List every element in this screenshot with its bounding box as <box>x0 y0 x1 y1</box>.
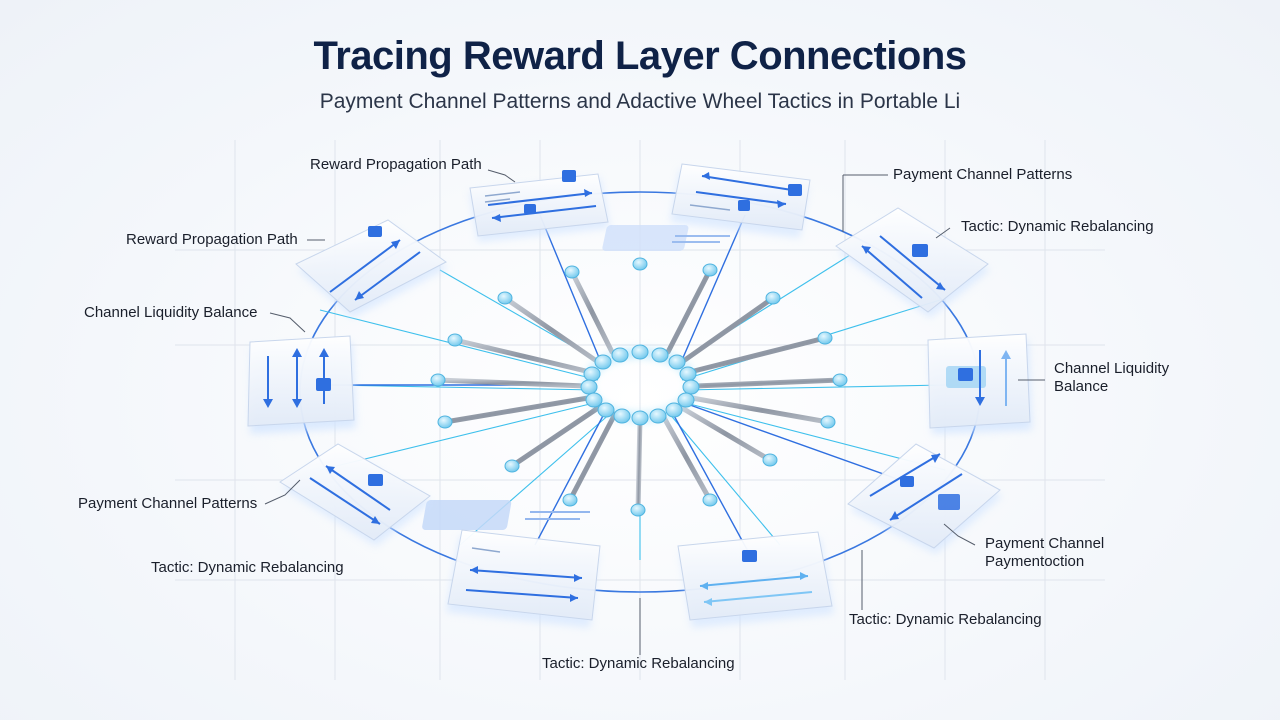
label-tactic-left: Tactic: Dynamic Rebalancing <box>151 559 344 576</box>
card-lower-right <box>847 443 1002 554</box>
label-payment-right-line2: Paymentoction <box>985 553 1085 570</box>
floating-panel-top <box>602 225 730 251</box>
card-bottom-left <box>446 529 601 628</box>
label-tactic-top-right: Tactic: Dynamic Rebalancing <box>961 218 1154 235</box>
label-patterns-left: Payment Channel Patterns <box>78 495 258 512</box>
lock-icon <box>788 184 802 196</box>
label-tactic-bottom: Tactic: Dynamic Rebalancing <box>542 655 735 672</box>
label-tactic-bottom-right: Tactic: Dynamic Rebalancing <box>849 611 1042 628</box>
lock-icon <box>742 550 757 562</box>
page-subtitle: Payment Channel Patterns and Adactive Wh… <box>319 90 961 113</box>
lock-icon <box>900 476 914 487</box>
hub-ring <box>580 344 700 426</box>
lock-icon <box>912 244 928 257</box>
label-liquidity-right-line2: Balance <box>1054 378 1109 395</box>
card-left <box>247 335 356 434</box>
lock-icon <box>368 226 382 237</box>
lock-icon <box>368 474 383 486</box>
leader-lines <box>264 169 1045 655</box>
card-top-center-right <box>670 163 811 238</box>
card-bottom-right <box>677 531 834 628</box>
lock-icon <box>316 378 331 391</box>
label-reward-path-left: Reward Propagation Path <box>126 231 298 248</box>
label-reward-path-top: Reward Propagation Path <box>310 156 482 173</box>
card-lower-left <box>279 443 432 546</box>
label-liquidity-right-line1: Channel Liquidity <box>1054 360 1170 377</box>
lock-icon <box>562 170 576 182</box>
card-top-center-left <box>469 170 610 242</box>
lock-icon <box>738 200 750 211</box>
label-liquidity-left: Channel Liquidity Balance <box>84 304 258 321</box>
lock-icon <box>958 368 973 381</box>
lock-icon <box>524 204 536 214</box>
label-payment-right-line1: Payment Channel <box>985 535 1105 552</box>
spoke-nodes <box>430 257 848 517</box>
card-upper-right <box>835 207 990 318</box>
page-title: Tracing Reward Layer Connections <box>313 34 967 78</box>
card-right <box>927 333 1032 434</box>
card-upper-left <box>295 219 448 318</box>
connector-lines <box>319 254 946 560</box>
spokes <box>435 265 843 513</box>
label-patterns-top-right: Payment Channel Patterns <box>893 166 1073 183</box>
floating-panel-bottom <box>422 500 590 530</box>
